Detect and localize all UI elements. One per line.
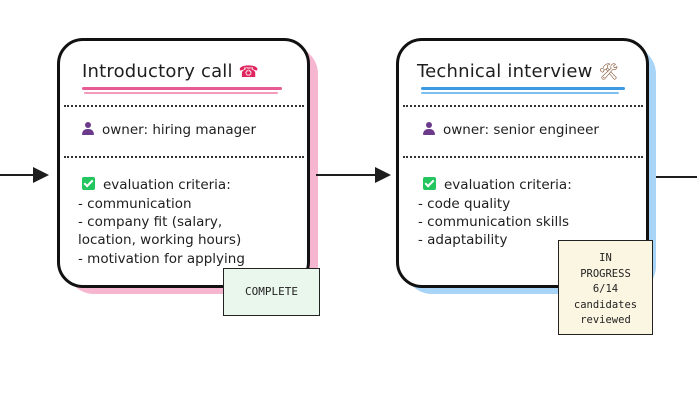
stage-1-criterion: - company fit (salary, [78,214,223,230]
stage-2-divider-1 [403,105,643,107]
stage-2-title-underline [421,87,625,90]
stage-1-criteria-heading-text: evaluation criteria: [103,177,231,193]
stage-2-criterion: - code quality [418,196,511,212]
stage-1-status-note: COMPLETE [223,268,320,316]
telephone-icon: ☎ [238,62,259,81]
outgoing-connector-line [656,176,697,178]
stage-1-divider-2 [64,156,304,158]
stage-2-title-text: Technical interview [417,61,593,82]
stage-2-title-underline-2 [421,92,619,94]
hammer-wrench-icon: 🛠 [598,62,620,81]
stage-1-criterion: location, working hours) [78,232,242,248]
checkbox-checked-icon [82,177,95,190]
status-note-line: reviewed [580,314,631,326]
stage-1-criteria-heading: evaluation criteria: [82,176,231,195]
stage-2-criteria-heading-text: evaluation criteria: [444,177,572,193]
stage-connector-arrow-line [316,174,378,176]
person-icon [82,122,94,135]
person-icon [423,122,435,135]
stage-1-title-text: Introductory call [82,61,233,82]
status-note-line: 6/14 [592,283,619,295]
stage-1-title-underline-2 [84,92,278,94]
stage-connector-arrow-head [375,167,391,183]
stage-1-owner: owner: hiring manager [82,121,256,140]
stage-1-divider-1 [64,105,304,107]
stage-2-owner-text: owner: senior engineer [443,122,599,138]
stage-1-criterion: - communication [78,196,192,212]
stage-2-criteria-heading: evaluation criteria: [423,176,572,195]
stage-1-owner-text: owner: hiring manager [102,122,257,138]
checkbox-checked-icon [423,177,436,190]
stage-1-card[interactable]: Introductory call ☎ owner: hiring manage… [57,38,310,288]
stage-2-status-note: IN PROGRESS 6/14 candidates reviewed [558,240,653,335]
incoming-arrow-head [33,167,49,183]
status-note-line: PROGRESS [580,267,631,280]
incoming-arrow-line [0,174,36,176]
status-note-line: IN [599,252,612,264]
stage-2-criterion: - communication skills [418,214,569,230]
stage-1-title: Introductory call ☎ [82,61,259,82]
stage-1-criterion: - motivation for applying [78,251,245,267]
stage-2-divider-2 [403,156,643,158]
stage-2-owner: owner: senior engineer [423,121,599,140]
stage-1-title-underline [82,87,282,90]
status-note-line: candidates [573,298,638,311]
stage-2-criterion: - adaptability [418,232,508,248]
stage-2-title: Technical interview 🛠 [417,61,619,82]
status-note-line: COMPLETE [245,285,298,298]
